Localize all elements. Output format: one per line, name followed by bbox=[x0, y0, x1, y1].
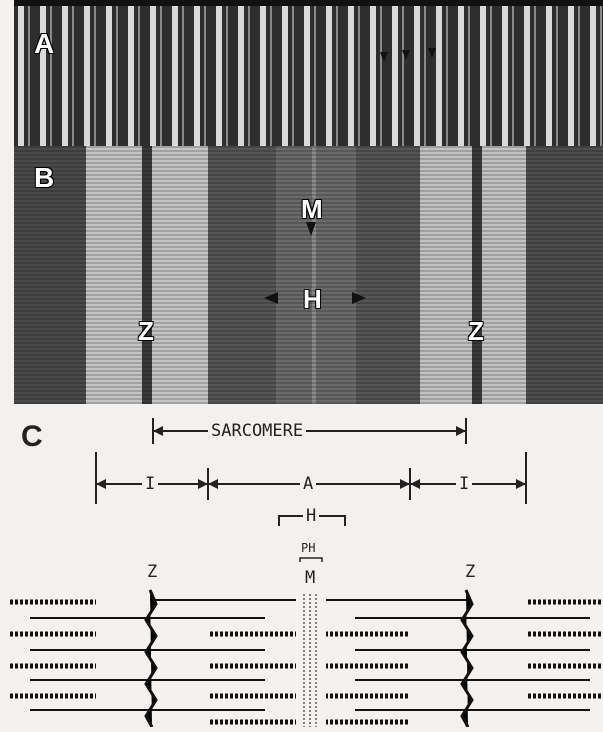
panel-b-micrograph: B M H Z Z bbox=[14, 146, 603, 404]
striation-pattern-a bbox=[14, 0, 603, 146]
panel-c-schematic: C SARCOMERE I A I H PH M Z Z bbox=[0, 404, 603, 727]
i-band-label-left: I bbox=[142, 476, 158, 493]
z-line-label-right: Z bbox=[462, 564, 478, 581]
sarcomere-label: SARCOMERE bbox=[208, 423, 306, 440]
h-zone-label: H bbox=[303, 508, 319, 525]
m-line-label: M bbox=[301, 196, 323, 222]
sarcomere-schematic bbox=[0, 404, 603, 727]
z-disc-right bbox=[462, 590, 472, 727]
pseudo-h-zone-label: PH bbox=[301, 542, 315, 554]
z-disc-left bbox=[146, 590, 156, 727]
a-band-label: A bbox=[300, 476, 316, 493]
i-band-label-right: I bbox=[456, 476, 472, 493]
panel-letter-a: A bbox=[34, 28, 54, 60]
z-line-label-left: Z bbox=[138, 318, 154, 344]
panel-letter-c: C bbox=[18, 422, 46, 452]
panel-letter-b: B bbox=[34, 162, 54, 194]
h-zone-label: H bbox=[303, 286, 322, 312]
m-line-label: M bbox=[302, 570, 318, 587]
panel-a-micrograph: A bbox=[14, 0, 603, 146]
sarcomere-micrograph bbox=[14, 146, 603, 404]
z-line-label-right: Z bbox=[468, 318, 484, 344]
z-line-label-left: Z bbox=[144, 564, 160, 581]
